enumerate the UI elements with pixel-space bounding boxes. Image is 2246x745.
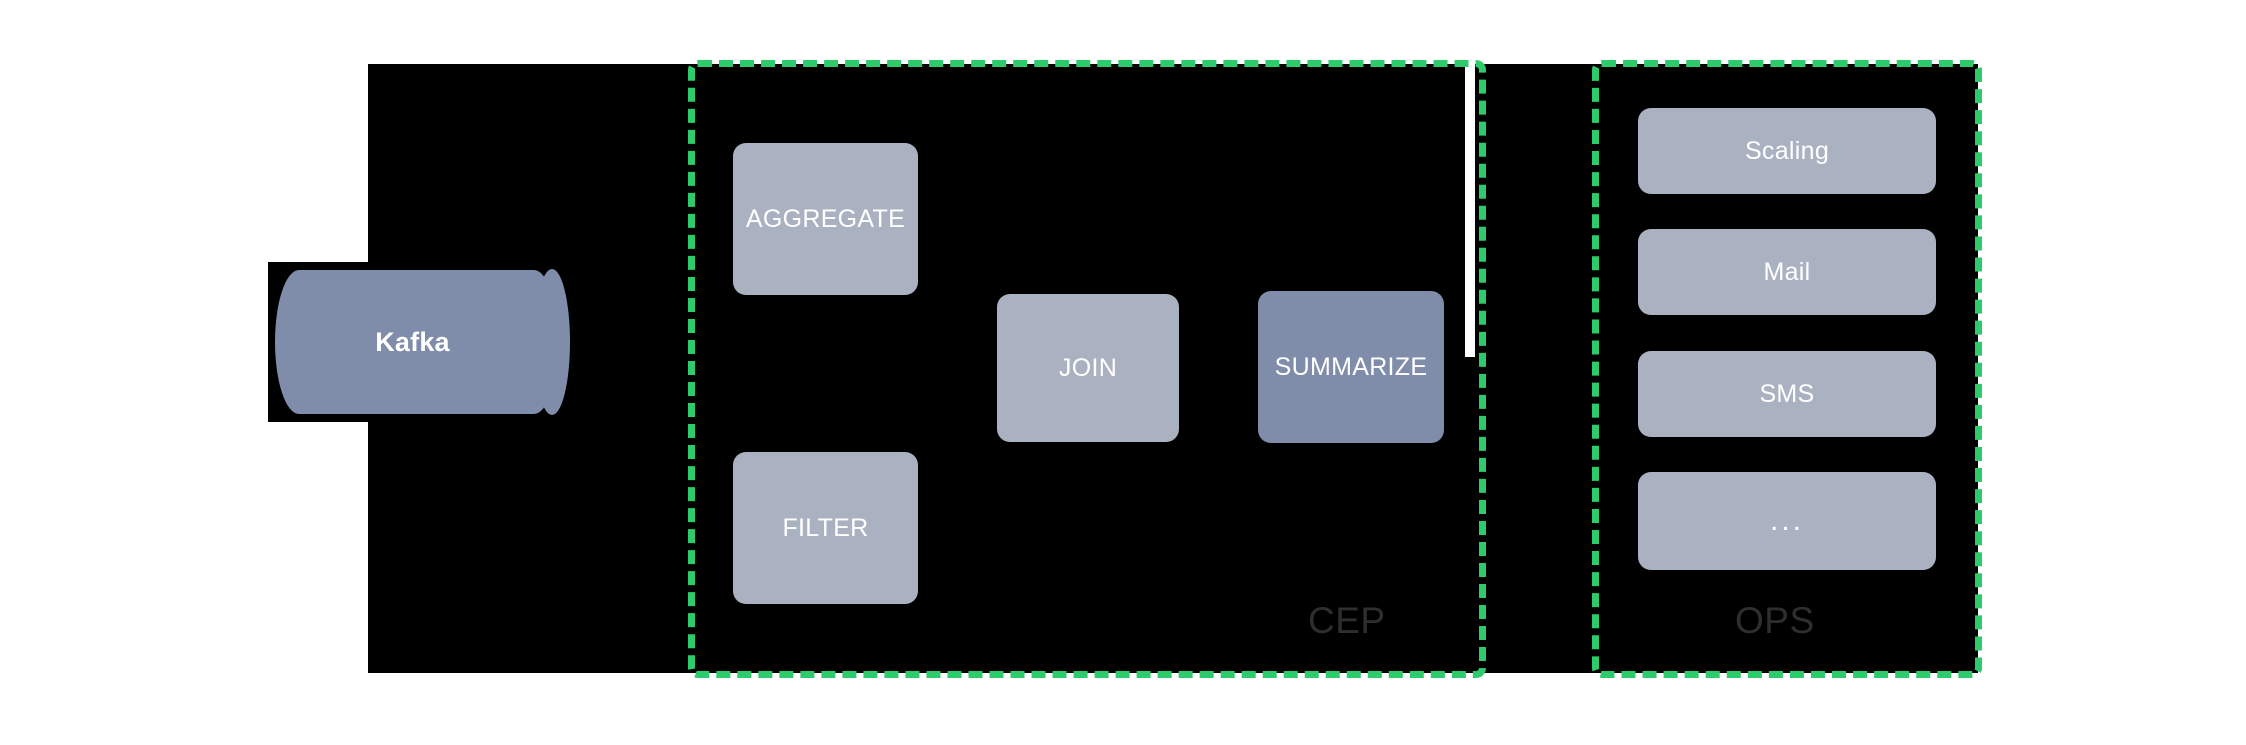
group-caption-ops: OPS [1735, 600, 1815, 641]
kafka-label: Kafka [375, 326, 450, 357]
node-more-label: ... [1769, 503, 1804, 537]
kafka-cylinder-body [275, 270, 558, 414]
node-aggregate[interactable]: AGGREGATE [733, 143, 918, 295]
node-mail[interactable]: Mail [1638, 229, 1936, 315]
section-divider-bar [1465, 64, 1475, 357]
node-scaling[interactable]: Scaling [1638, 108, 1936, 194]
group-caption-cep: CEP [1308, 600, 1386, 641]
node-more[interactable]: ... [1638, 472, 1936, 570]
node-filter[interactable]: FILTER [733, 452, 918, 604]
node-join[interactable]: JOIN [997, 294, 1179, 442]
node-summarize[interactable]: SUMMARIZE [1258, 291, 1444, 443]
kafka-cylinder-cap [534, 269, 570, 415]
node-sms[interactable]: SMS [1638, 351, 1936, 437]
kafka-source-node[interactable]: Kafka [268, 262, 578, 422]
